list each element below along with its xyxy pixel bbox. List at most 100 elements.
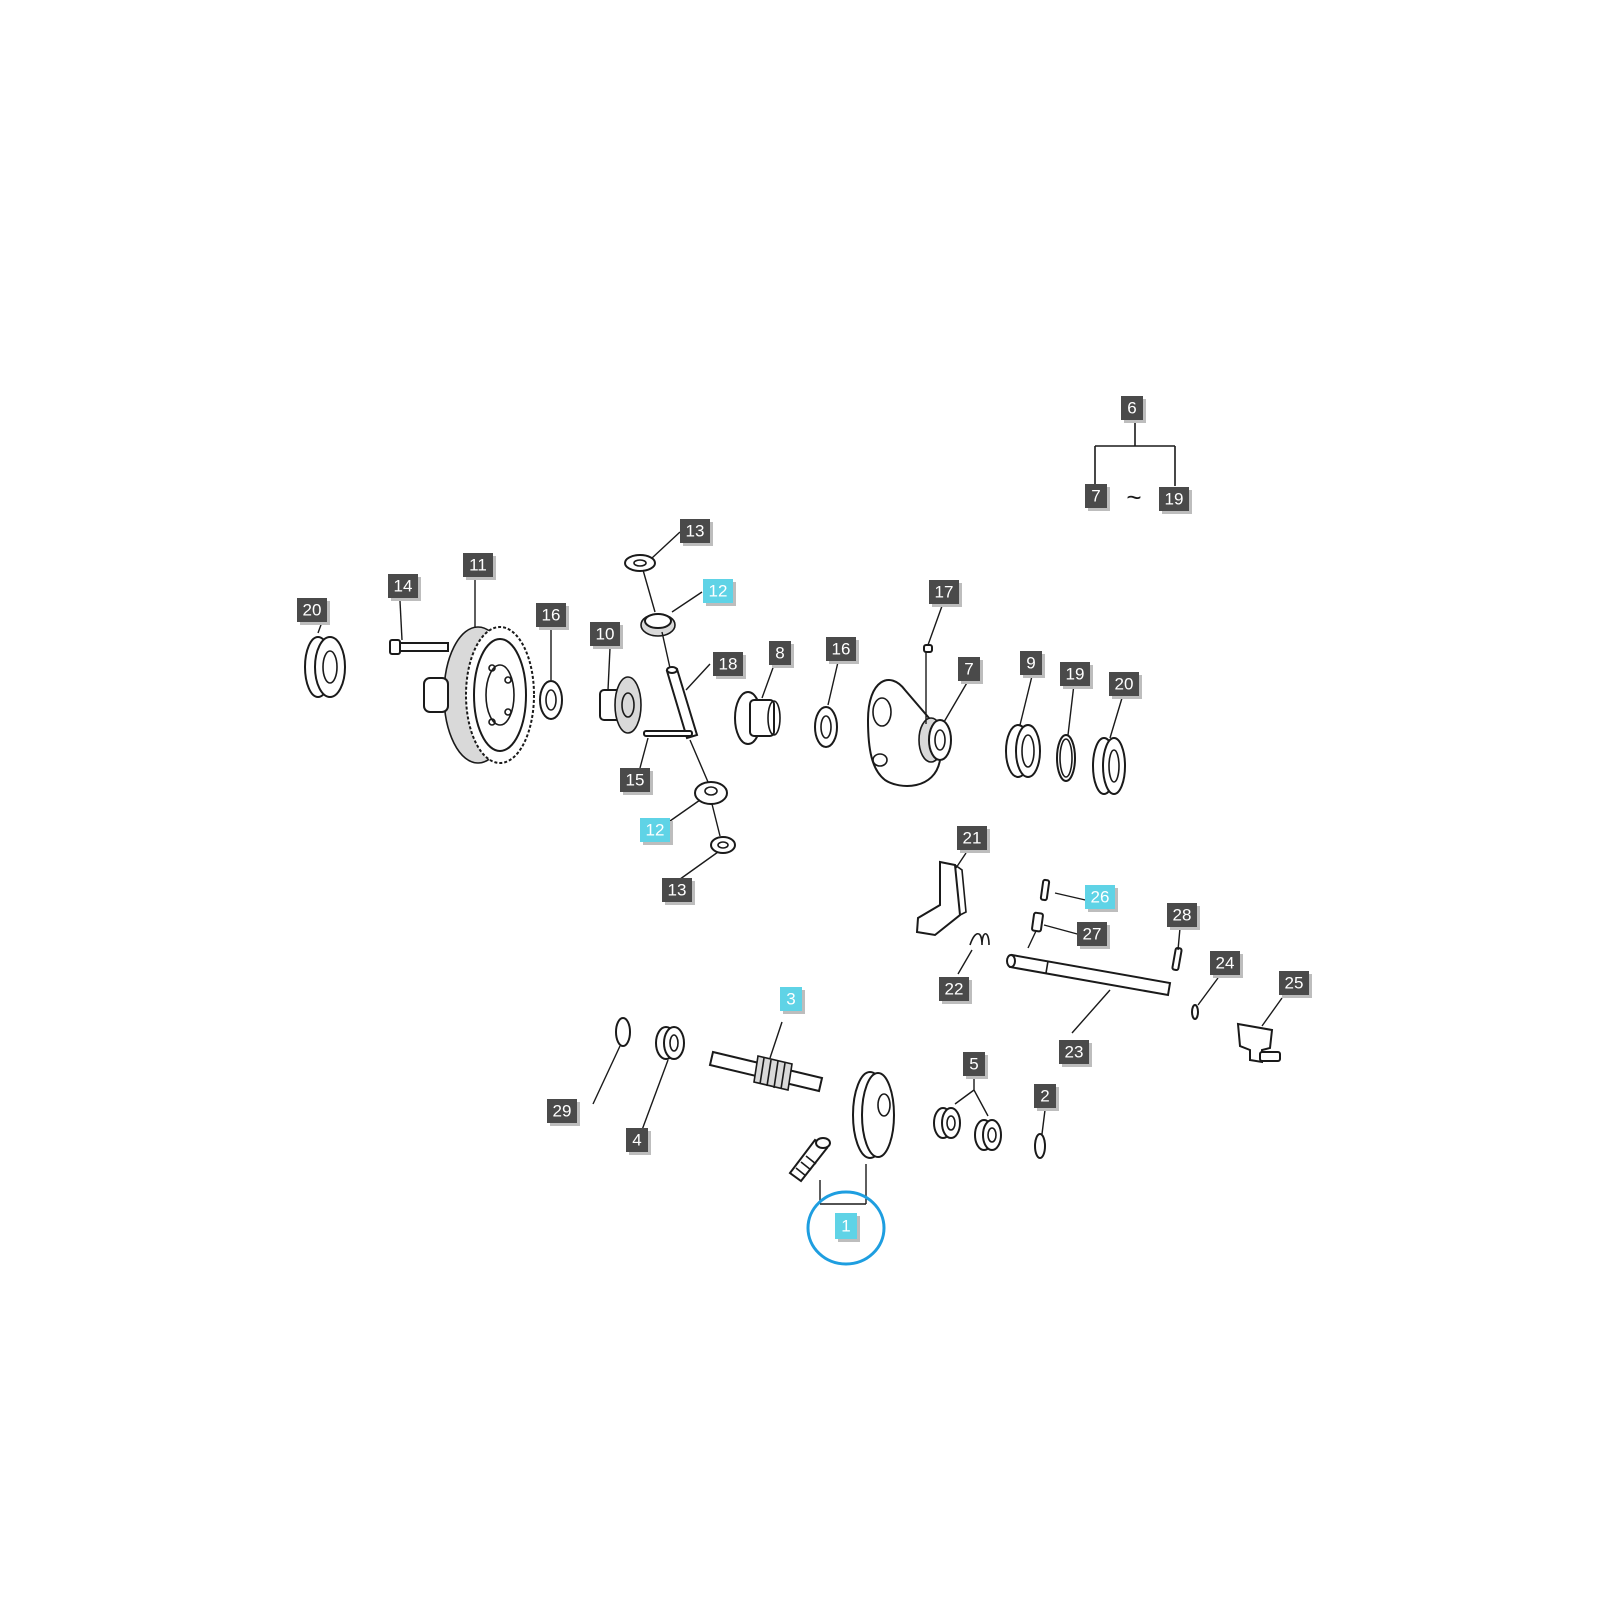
- part-21-shift-fork[interactable]: [915, 860, 967, 937]
- group-tree: ~: [1094, 422, 1176, 512]
- part-19-snap-ring[interactable]: [1056, 734, 1076, 782]
- part-16-washer-right[interactable]: [814, 706, 838, 748]
- svg-text:2: 2: [1040, 1087, 1049, 1106]
- callout-14[interactable]: 14: [388, 574, 421, 601]
- leader-lines: [317, 531, 1283, 1205]
- part-27-pin[interactable]: [1031, 911, 1044, 933]
- part-8-side-gear[interactable]: [734, 691, 781, 745]
- part-1-gear-wheel[interactable]: [852, 1071, 895, 1159]
- svg-text:1: 1: [841, 1217, 850, 1236]
- part-3-shaft[interactable]: [708, 1050, 824, 1093]
- svg-text:8: 8: [775, 644, 784, 663]
- svg-text:13: 13: [686, 522, 705, 541]
- callout-29[interactable]: 29: [547, 1099, 580, 1126]
- part-20-bearing-right[interactable]: [1092, 737, 1126, 795]
- svg-text:10: 10: [596, 625, 615, 644]
- part-13-washer-bottom[interactable]: [710, 836, 736, 854]
- svg-text:5: 5: [969, 1055, 978, 1074]
- part-5-bearing-b[interactable]: [974, 1119, 1002, 1151]
- callout-2[interactable]: 2: [1034, 1084, 1059, 1111]
- svg-text:21: 21: [963, 829, 982, 848]
- part-13-washer-top[interactable]: [624, 554, 656, 572]
- part-26-pin[interactable]: [1039, 878, 1051, 902]
- part-1-pinion-shaft[interactable]: [788, 1137, 831, 1183]
- part-10-side-gear[interactable]: [599, 676, 642, 734]
- part-2-snap-ring[interactable]: [1034, 1133, 1046, 1159]
- callout-16-left[interactable]: 16: [536, 603, 569, 630]
- callout-13-bottom[interactable]: 13: [662, 878, 695, 905]
- svg-text:26: 26: [1091, 888, 1110, 907]
- callout-11[interactable]: 11: [463, 553, 496, 580]
- callout-10[interactable]: 10: [590, 622, 623, 649]
- part-11-ring-gear[interactable]: [423, 626, 535, 764]
- svg-text:25: 25: [1285, 974, 1304, 993]
- callout-3[interactable]: 3: [780, 987, 805, 1014]
- callout-18[interactable]: 18: [713, 652, 746, 679]
- callout-21[interactable]: 21: [957, 826, 990, 853]
- callout-8[interactable]: 8: [769, 641, 794, 668]
- callout-19-tree[interactable]: 19: [1159, 487, 1192, 514]
- part-20-bearing-left[interactable]: [304, 636, 346, 698]
- callout-25[interactable]: 25: [1279, 971, 1312, 998]
- svg-text:7: 7: [964, 660, 973, 679]
- callout-19[interactable]: 19: [1060, 662, 1093, 689]
- part-17-pin[interactable]: [923, 644, 933, 653]
- highlight-ring-part-1: [806, 1190, 886, 1266]
- part-16-washer-left[interactable]: [539, 680, 563, 720]
- callout-12-top[interactable]: 12: [703, 579, 736, 606]
- callout-4[interactable]: 4: [626, 1128, 651, 1155]
- callout-15[interactable]: 15: [620, 768, 653, 795]
- callout-9[interactable]: 9: [1020, 651, 1045, 678]
- callout-12-bottom[interactable]: 12: [640, 818, 673, 845]
- callout-20-left[interactable]: 20: [297, 598, 330, 625]
- svg-text:16: 16: [542, 606, 561, 625]
- part-7-diff-case[interactable]: [866, 679, 952, 787]
- callout-5[interactable]: 5: [963, 1052, 988, 1079]
- callout-16-right[interactable]: 16: [826, 637, 859, 664]
- part-15-pin[interactable]: [643, 730, 693, 737]
- callout-24[interactable]: 24: [1210, 951, 1243, 978]
- svg-text:12: 12: [709, 582, 728, 601]
- svg-text:12: 12: [646, 821, 665, 840]
- svg-text:15: 15: [626, 771, 645, 790]
- callout-26[interactable]: 26: [1085, 885, 1118, 912]
- callout-22[interactable]: 22: [939, 977, 972, 1004]
- callout-23[interactable]: 23: [1059, 1040, 1092, 1067]
- part-28-pin[interactable]: [1171, 946, 1183, 972]
- callout-20-right[interactable]: 20: [1109, 672, 1142, 699]
- callout-27[interactable]: 27: [1077, 922, 1110, 949]
- callout-13-top[interactable]: 13: [680, 519, 713, 546]
- svg-text:13: 13: [668, 881, 687, 900]
- callout-1[interactable]: 1: [835, 1213, 860, 1242]
- part-23-shift-rod[interactable]: [1006, 953, 1172, 997]
- svg-text:20: 20: [1115, 675, 1134, 694]
- callout-labels: 6 7 19 20 14 11 16 10 13 12 18 8 16 15 1…: [297, 396, 1312, 1242]
- part-12-pinion-bottom[interactable]: [694, 781, 728, 805]
- callout-28[interactable]: 28: [1167, 903, 1200, 930]
- part-4-bearing[interactable]: [655, 1026, 685, 1060]
- svg-text:29: 29: [553, 1102, 572, 1121]
- part-9-bearing[interactable]: [1005, 724, 1041, 778]
- svg-text:16: 16: [832, 640, 851, 659]
- svg-text:20: 20: [303, 601, 322, 620]
- range-tilde: ~: [1126, 482, 1141, 512]
- svg-text:3: 3: [786, 990, 795, 1009]
- part-12-pinion-top[interactable]: [640, 613, 676, 637]
- part-25-lever[interactable]: [1236, 1022, 1281, 1064]
- part-29-snap-ring[interactable]: [615, 1017, 631, 1047]
- part-22-spring[interactable]: [969, 932, 990, 946]
- svg-text:9: 9: [1026, 654, 1035, 673]
- part-18-pinion-shaft[interactable]: [665, 666, 699, 740]
- callout-17[interactable]: 17: [929, 580, 962, 607]
- svg-text:28: 28: [1173, 906, 1192, 925]
- callout-6[interactable]: 6: [1121, 396, 1146, 423]
- svg-text:11: 11: [469, 556, 487, 575]
- svg-text:23: 23: [1065, 1043, 1084, 1062]
- part-5-bearing-a[interactable]: [933, 1107, 961, 1139]
- callout-7-tree[interactable]: 7: [1085, 484, 1110, 511]
- part-14-bolt[interactable]: [389, 639, 449, 655]
- part-24-clip[interactable]: [1191, 1004, 1199, 1020]
- callout-7[interactable]: 7: [958, 657, 983, 684]
- svg-text:24: 24: [1216, 954, 1235, 973]
